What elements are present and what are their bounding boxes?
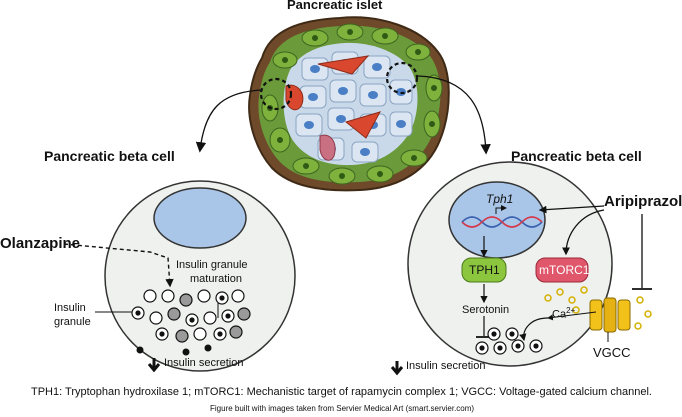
right-beta-cell (407, 161, 613, 367)
caption: TPH1: Tryptophan hydroxilase 1; mTORC1: … (31, 386, 652, 398)
dna-helix (461, 216, 543, 228)
mtorc1-label: mTORC1 (539, 263, 590, 277)
secretion-arrow-right (390, 361, 404, 376)
granule-label-line1: Insulin (54, 302, 86, 314)
insulin-granule (167, 307, 181, 321)
vgcc-label: VGCC (593, 345, 631, 360)
granule-core (479, 345, 485, 351)
insulin-granule (231, 289, 245, 303)
vgcc-channel (589, 297, 631, 342)
insulin-granules-right (475, 327, 543, 355)
olanzapine-label: Olanzapine (0, 235, 81, 252)
olanzapine-arrow (63, 243, 174, 288)
aripiprazole-label: Aripiprazole (604, 193, 682, 210)
transcription-start (495, 205, 507, 214)
released-granules-left (136, 344, 212, 356)
aripiprazole-to-tph1 (538, 205, 605, 214)
tph1-box (461, 257, 507, 283)
granule-core (219, 295, 225, 301)
granule-core (217, 331, 223, 337)
islet-to-left-arrow (195, 89, 263, 153)
insulin-granule (161, 289, 175, 303)
insulin-granule (143, 289, 157, 303)
credit: Figure built with images taken from Serv… (210, 404, 475, 413)
tph1-protein-label: TPH1 (469, 263, 500, 277)
right-heading: Pancreatic beta cell (511, 148, 642, 164)
insulin-granule (229, 325, 243, 339)
serotonin-label: Serotonin (462, 304, 510, 316)
maturation-label-line2: maturation (190, 273, 242, 285)
nucleus (153, 187, 247, 249)
insulin-granule (175, 329, 189, 343)
calcium-symbol: Ca (552, 308, 567, 321)
granule-core (189, 317, 195, 323)
insulin-granule (203, 311, 217, 325)
granule-core (509, 331, 515, 337)
mtorc1-box (535, 257, 589, 283)
left-secretion-label: Insulin secretion (164, 357, 244, 369)
granule-core (533, 343, 539, 349)
granule-core (515, 343, 521, 349)
granule-core (135, 310, 141, 316)
secretion-arrow-left (147, 358, 161, 373)
islet-to-right-arrow (417, 75, 491, 155)
pancreatic-islet (248, 16, 450, 192)
insulin-granule (237, 307, 251, 321)
calcium-charge: 2+ (566, 306, 576, 315)
islet-title: Pancreatic islet (287, 0, 383, 12)
insulin-granules-left (131, 289, 251, 343)
granule-core (159, 331, 165, 337)
granule-core (225, 313, 231, 319)
calcium-label: Ca2+ (552, 306, 575, 321)
left-heading: Pancreatic beta cell (44, 148, 175, 164)
granule-core (497, 345, 503, 351)
aripiprazole-to-mtorc1 (562, 209, 605, 256)
tph1-gene-label: Tph1 (486, 192, 514, 206)
granule-label-line2: granule (54, 316, 91, 328)
insulin-granule (193, 327, 207, 341)
maturation-label-line1: Insulin granule (176, 259, 248, 271)
insulin-granule (149, 311, 163, 325)
right-secretion-label: Insulin secretion (406, 360, 486, 372)
granule-core (491, 331, 497, 337)
calcium-ions (544, 286, 652, 330)
insulin-granule (179, 293, 193, 307)
insulin-granule (197, 289, 211, 303)
